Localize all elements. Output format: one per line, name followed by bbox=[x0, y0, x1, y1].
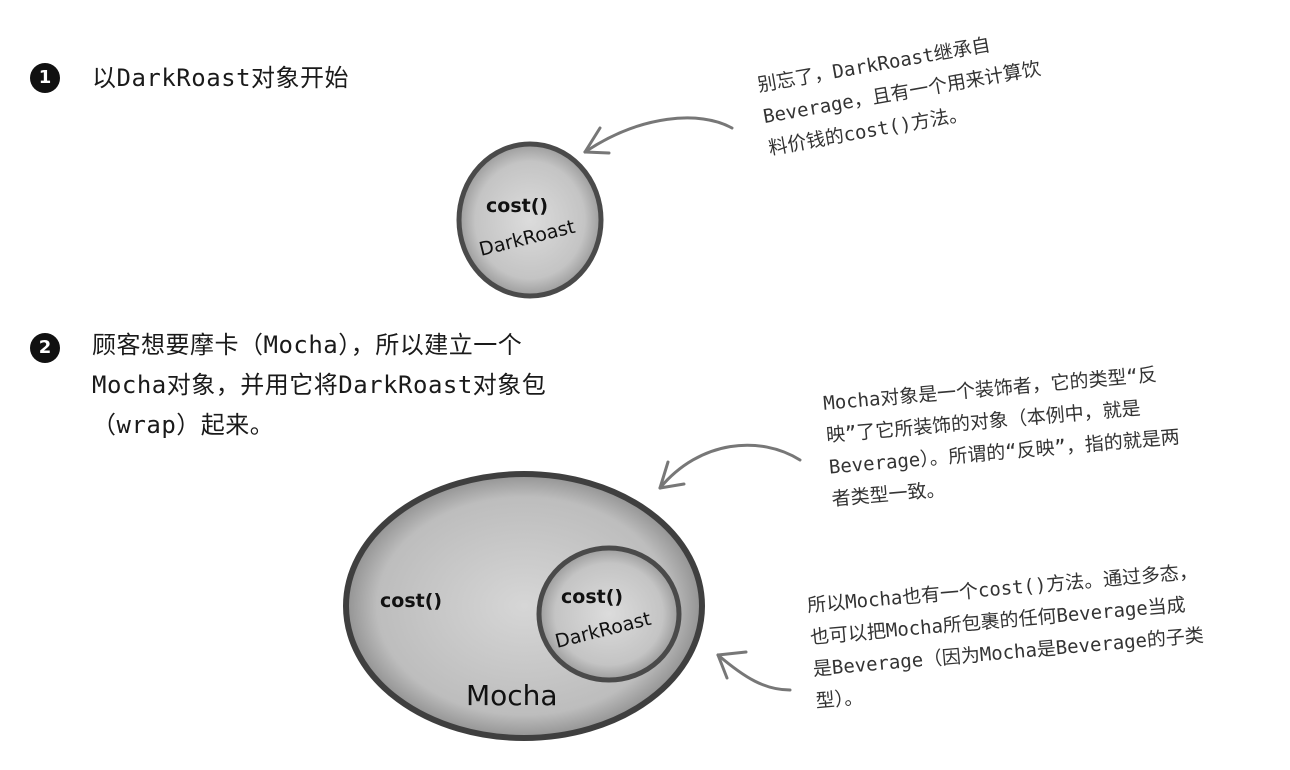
step-1-line-1: 以DarkRoast对象开始 bbox=[92, 64, 350, 92]
step-2-line-1: 顾客想要摩卡（Mocha），所以建立一个 bbox=[92, 331, 523, 359]
step-1-text: 以DarkRoast对象开始 bbox=[92, 58, 349, 98]
darkroast-method-label: cost() bbox=[486, 195, 548, 217]
mocha-method-label: cost() bbox=[380, 590, 442, 612]
mocha-name-label: Mocha bbox=[466, 679, 558, 712]
arrow-darkroast bbox=[583, 116, 734, 155]
darkroast-sphere: cost() DarkRoast bbox=[456, 141, 604, 299]
step-2-badge: 2 bbox=[30, 333, 60, 363]
step-1-badge: 1 bbox=[30, 63, 60, 93]
arrow-polymorphism bbox=[716, 650, 792, 692]
inner-darkroast-method-label: cost() bbox=[561, 586, 623, 608]
step-2-line-2: Mocha对象，并用它将DarkRoast对象包 bbox=[92, 371, 547, 399]
inner-darkroast-sphere: cost() DarkRoast bbox=[536, 545, 682, 683]
step-2-line-3: （wrap）起来。 bbox=[92, 411, 275, 439]
arrow-mocha bbox=[658, 443, 802, 490]
step-2-text: 顾客想要摩卡（Mocha），所以建立一个 Mocha对象，并用它将DarkRoa… bbox=[92, 325, 546, 445]
